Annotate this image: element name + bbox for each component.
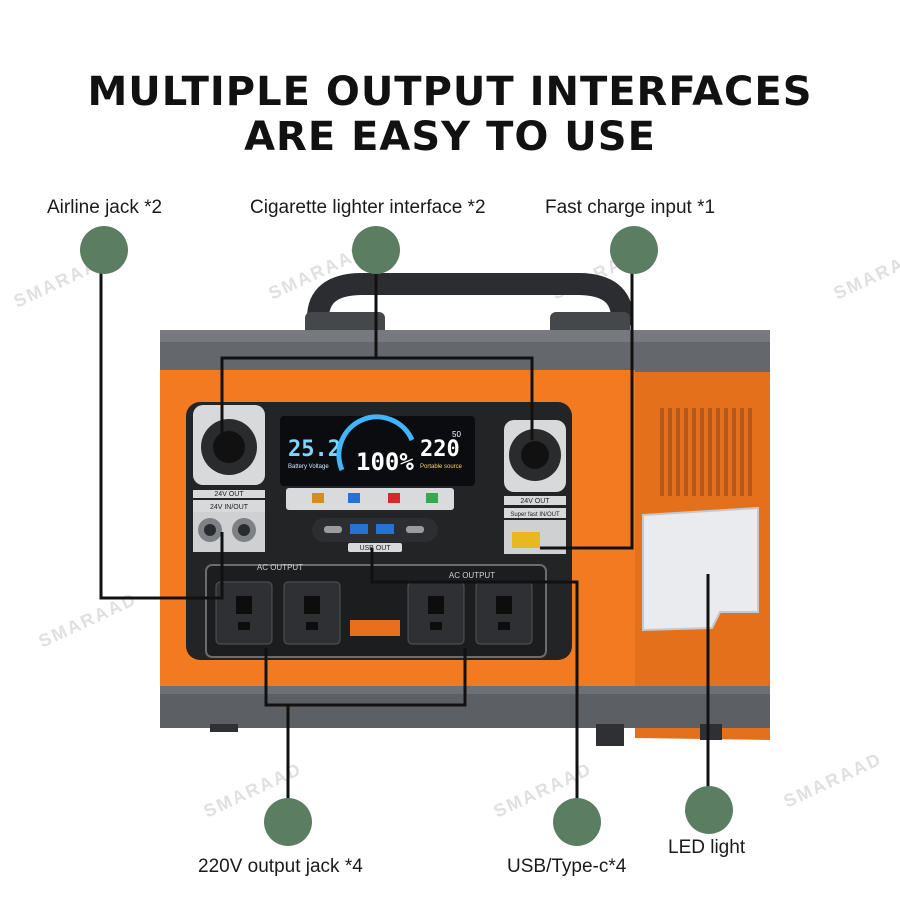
callout-label-airline: Airline jack *2 xyxy=(47,197,163,218)
callout-lines xyxy=(99,250,710,822)
callout-dot-usb xyxy=(553,798,601,846)
callout-label-ac-output: 220V output jack *4 xyxy=(198,856,363,877)
headline-line-1: MULTIPLE OUTPUT INTERFACES xyxy=(87,69,813,115)
callout-dot-ac-output xyxy=(264,798,312,846)
headline-line-2: ARE EASY TO USE xyxy=(244,114,656,160)
lcd-voltage: 25.2 xyxy=(288,437,341,462)
lcd-ac-caption: Portable source xyxy=(420,464,463,470)
lcd-battery-percent: 100% xyxy=(356,448,414,476)
callout-dot-led xyxy=(685,786,733,834)
label-ac-output-right: AC OUTPUT xyxy=(449,571,495,580)
lcd-voltage-caption: Battery Voltage xyxy=(288,464,329,470)
lcd-ac-voltage: 220 xyxy=(420,437,460,462)
led-light-panel xyxy=(642,506,759,632)
fast-charge-port xyxy=(512,532,540,548)
callout-dot-cigarette xyxy=(352,226,400,274)
label-24v-inout-left: 24V IN/OUT xyxy=(210,504,249,511)
callout-label-usb: USB/Type-c*4 xyxy=(507,856,627,877)
label-ac-output-left: AC OUTPUT xyxy=(257,563,303,572)
carry-handle xyxy=(307,273,633,329)
brand-plate xyxy=(350,620,400,636)
label-24v-out-left: 24V OUT xyxy=(214,491,244,498)
callout-label-cigarette: Cigarette lighter interface *2 xyxy=(250,197,486,218)
callout-label-fast-charge: Fast charge input *1 xyxy=(545,197,716,218)
lcd-small-value: 50 xyxy=(452,430,461,439)
callout-dot-fast-charge xyxy=(610,226,658,274)
callout-dot-airline xyxy=(80,226,128,274)
label-usb-out: USB OUT xyxy=(359,545,391,552)
label-24v-out-right: 24V OUT xyxy=(520,498,550,505)
side-vent-grille xyxy=(660,408,752,496)
lcd-display xyxy=(280,416,475,486)
callout-label-led: LED light xyxy=(668,837,746,858)
label-super-fast: Super fast IN/OUT xyxy=(510,512,560,518)
